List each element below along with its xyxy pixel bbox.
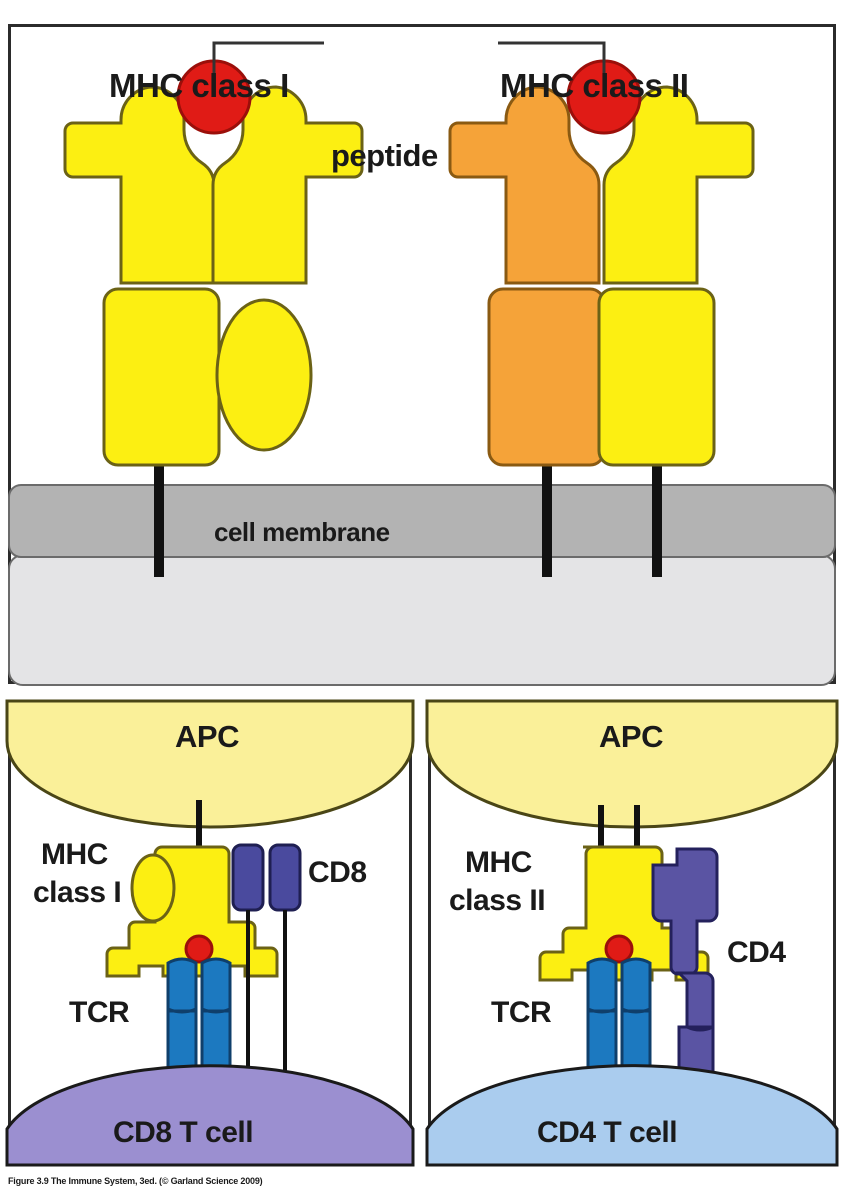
mhc-class-i-title: MHC class I bbox=[109, 67, 289, 104]
mhc-ii-alpha-stem-right-panel bbox=[598, 805, 604, 848]
mhc-ii-beta-stem-right-panel bbox=[634, 805, 640, 848]
mhc-class-ii-label-line2: class II bbox=[449, 884, 546, 917]
cell-membrane-label: cell membrane bbox=[214, 517, 390, 547]
apc-cell-left bbox=[5, 699, 415, 829]
tcr-beta-chain-left bbox=[200, 957, 232, 1084]
cd4-t-cell bbox=[425, 1064, 839, 1167]
cd4-label: CD4 bbox=[727, 936, 786, 969]
mhc-class-i-label-line1: MHC bbox=[41, 838, 108, 871]
cd8-label: CD8 bbox=[308, 856, 367, 889]
mhc-i-stem bbox=[154, 457, 164, 577]
mhc-ii-alpha-upper-arm bbox=[448, 85, 601, 285]
tcr-label-right: TCR bbox=[491, 996, 552, 1029]
cd8-recognition-graphic bbox=[5, 699, 415, 1167]
tcr-label-left: TCR bbox=[69, 996, 130, 1029]
peptide-leader-lines bbox=[212, 41, 606, 97]
peptide-circle-left-panel bbox=[184, 934, 214, 964]
cd8-recognition-panel: APC MHC class I CD8 TCR CD8 T cell bbox=[5, 699, 415, 1167]
tcr-beta-chain-right bbox=[620, 957, 652, 1084]
mhc-ii-beta-lower-domain bbox=[597, 287, 716, 467]
cell-membrane-band bbox=[8, 484, 836, 558]
cd4-t-cell-label: CD4 T cell bbox=[537, 1116, 678, 1149]
cd8-t-cell-label: CD8 T cell bbox=[113, 1116, 254, 1149]
peptide-circle-right-panel bbox=[604, 934, 634, 964]
cd8-chain-alpha bbox=[231, 843, 265, 912]
cd4-recognition-panel: APC MHC class II CD4 TCR CD4 T cell bbox=[425, 699, 839, 1167]
tcr-alpha-chain-right bbox=[586, 957, 618, 1084]
mhc-ii-alpha-stem bbox=[542, 457, 552, 577]
mhc-class-ii-label-line1: MHC bbox=[465, 846, 532, 879]
beta2m-oval-left-panel bbox=[130, 853, 176, 923]
peptide-leader-right bbox=[498, 41, 606, 97]
cytoplasm-region bbox=[8, 554, 836, 686]
cd8-chain-beta bbox=[268, 843, 302, 912]
peptide-label: peptide bbox=[331, 138, 438, 173]
mhc-structure-graphic bbox=[8, 41, 836, 686]
cd8-t-cell bbox=[5, 1064, 415, 1167]
figure-caption: Figure 3.9 The Immune System, 3ed. (© Ga… bbox=[8, 1176, 263, 1186]
peptide-leader-left bbox=[212, 41, 324, 97]
mhc-i-alpha3-domain bbox=[102, 287, 221, 467]
apc-label-left: APC bbox=[175, 719, 239, 754]
cd4-recognition-graphic bbox=[425, 699, 839, 1167]
mhc-i-stem-left-panel bbox=[196, 800, 202, 848]
mhc-structure-panel: MHC class I MHC class II peptide cell me… bbox=[8, 24, 836, 686]
mhc-ii-beta-stem bbox=[652, 457, 662, 577]
beta2-microglobulin-oval bbox=[215, 298, 313, 452]
tcr-alpha-chain-left bbox=[166, 957, 198, 1084]
mhc-ii-alpha-lower-domain bbox=[487, 287, 606, 467]
mhc-class-i-molecule bbox=[63, 59, 364, 577]
apc-label-right: APC bbox=[599, 719, 663, 754]
mhc-class-i-label-line2: class I bbox=[33, 876, 122, 909]
mhc-class-ii-title: MHC class II bbox=[500, 67, 689, 104]
